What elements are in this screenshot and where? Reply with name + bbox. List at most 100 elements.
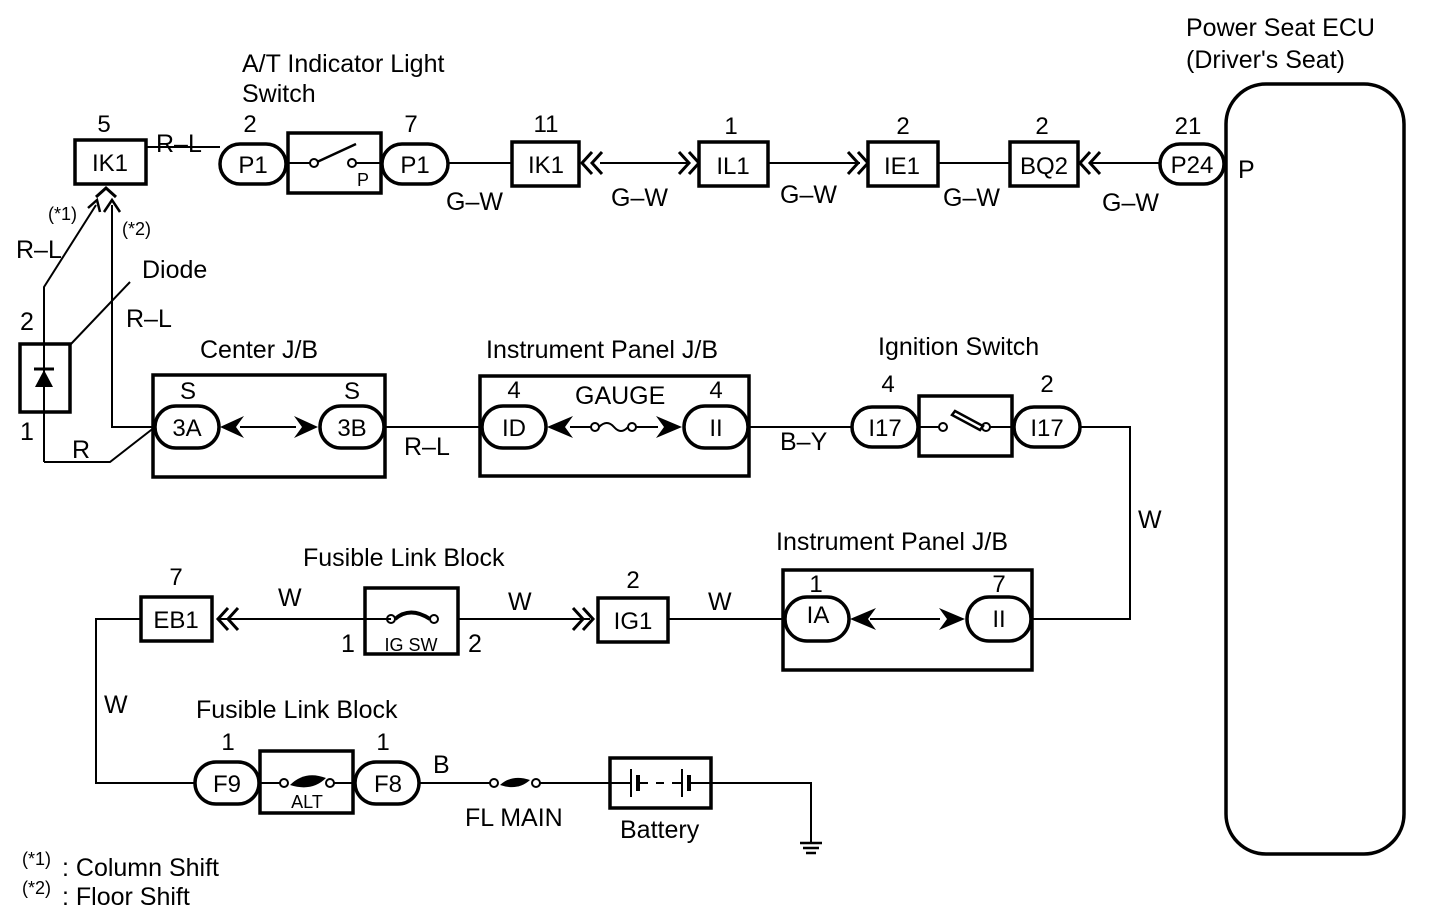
alt-fuse-icon	[290, 775, 326, 788]
diode-icon	[35, 370, 53, 387]
ip-jb-top-label: Instrument Panel J/B	[486, 336, 718, 364]
fuse-contact	[429, 614, 439, 624]
fuse-contact	[489, 778, 499, 788]
connector-id-p24: P24	[1171, 152, 1214, 179]
wire-label-by: B–Y	[780, 428, 828, 456]
ecu-pin-label: P	[1238, 156, 1255, 184]
junction-arrow-left	[220, 416, 244, 438]
diode-label: Diode	[142, 256, 207, 284]
pin-f8: 1	[376, 729, 389, 756]
ig-sw-fuse-label: IG SW	[385, 635, 438, 655]
pin-p24: 21	[1175, 113, 1202, 140]
wire-label-gw-3: G–W	[780, 181, 837, 209]
switch-contact-left	[938, 422, 948, 432]
connector-id-eb1: EB1	[153, 607, 198, 634]
ground-icon	[800, 841, 822, 855]
connector-ig1[interactable]	[596, 596, 670, 644]
diode-pin-bottom: 1	[20, 418, 34, 446]
connector-id-ii-top: II	[709, 415, 722, 442]
connector-id[interactable]	[480, 404, 548, 450]
pin-ig1: 2	[626, 567, 639, 594]
connector-id-p1-right: P1	[400, 152, 429, 179]
at-switch-label-line1: A/T Indicator Light	[242, 50, 444, 78]
pin-3a: S	[180, 378, 196, 405]
ig-sw-fuse-icon	[393, 610, 432, 621]
fl-block-top-box[interactable]	[363, 586, 460, 656]
pin-il1: 1	[724, 113, 737, 140]
legend-text-2: : Floor Shift	[62, 883, 190, 911]
connector-il1[interactable]	[697, 140, 770, 188]
connector-id-f8: F8	[374, 771, 402, 798]
legend-key-1: (*1)	[22, 849, 51, 869]
connector-ie1[interactable]	[866, 140, 940, 188]
wire-w-right	[1032, 426, 1131, 620]
connector-id-il1: IL1	[716, 153, 749, 180]
note-marker-2: (*2)	[122, 219, 151, 239]
connector-eb1[interactable]	[139, 595, 214, 643]
connector-id-ia: IA	[807, 602, 830, 629]
connector-id-i17-right: I17	[1030, 415, 1063, 442]
connector-id-ik1-left: IK1	[92, 150, 128, 177]
wire-ground	[711, 782, 812, 842]
connector-p1-left[interactable]	[218, 142, 288, 186]
pin-ia: 1	[809, 571, 822, 598]
junction-arrow-right	[656, 416, 682, 438]
wire-column-shift	[43, 204, 97, 305]
connector-ia[interactable]	[783, 595, 851, 643]
junction-arrow-left	[547, 416, 573, 438]
legend-text-1: : Column Shift	[62, 854, 219, 882]
connector-id-bq2: BQ2	[1020, 153, 1068, 180]
wire-label-rl-diode: R–L	[126, 305, 172, 333]
power-seat-ecu-box[interactable]	[1224, 82, 1406, 856]
wire-label-gw-5: G–W	[1102, 189, 1159, 217]
wire-label-w-left: W	[104, 691, 128, 719]
junction-arrow-right	[939, 608, 965, 630]
junction-arrow-left	[850, 608, 876, 630]
connector-p24[interactable]	[1158, 142, 1226, 186]
connector-3b[interactable]	[318, 404, 386, 450]
diode-leader	[69, 281, 131, 346]
pin-ik1-right: 11	[534, 111, 559, 138]
wire-label-w-ig: W	[708, 588, 732, 616]
at-switch-p-label: P	[357, 170, 369, 190]
connector-ik1-left[interactable]	[73, 138, 148, 186]
fl-top-pin-right: 2	[468, 630, 482, 658]
ignition-switch-icon	[950, 409, 985, 432]
pin-id: 4	[507, 377, 520, 404]
connector-ii-bottom[interactable]	[965, 595, 1033, 643]
wire-label-gw-1: G–W	[446, 188, 503, 216]
at-switch-label-line2: Switch	[242, 80, 316, 108]
fl-main-fuse-icon	[500, 777, 530, 788]
ecu-label-line1: Power Seat ECU	[1186, 14, 1375, 42]
wire-label-w-right: W	[1138, 506, 1162, 534]
diode-pin-top: 2	[20, 308, 34, 336]
connector-ii-top[interactable]	[682, 404, 750, 450]
fuse-contact	[279, 778, 289, 788]
pin-ii-bottom: 7	[992, 571, 1005, 598]
battery-label: Battery	[620, 816, 700, 844]
switch-contact-left	[309, 158, 319, 168]
connector-arrow-eb1	[215, 606, 240, 632]
connector-bq2[interactable]	[1008, 140, 1080, 188]
connector-id-f9: F9	[213, 771, 241, 798]
fuse-contact	[531, 778, 541, 788]
connector-arrow-bq2	[1077, 150, 1102, 176]
wire-floor-shift	[111, 205, 155, 428]
pin-p1-left: 2	[243, 111, 256, 138]
connector-p1-right[interactable]	[380, 142, 450, 186]
arrow-head	[87, 197, 102, 213]
connector-id-p1-left: P1	[238, 152, 267, 179]
connector-3a[interactable]	[153, 404, 221, 450]
wire-label-b: B	[433, 751, 450, 779]
wire-label-gw-4: G–W	[943, 184, 1000, 212]
junction-arrow-right	[294, 416, 318, 438]
switch-blade	[316, 142, 357, 164]
pin-bq2: 2	[1035, 113, 1048, 140]
pin-ii-top: 4	[709, 377, 722, 404]
connector-ik1-right[interactable]	[510, 140, 581, 188]
connector-id-3a: 3A	[172, 415, 201, 442]
wire-label-gw-2: G–W	[611, 184, 668, 212]
wire-label-rl-left: R–L	[16, 236, 62, 264]
connector-id-ii-bottom: II	[992, 606, 1005, 633]
